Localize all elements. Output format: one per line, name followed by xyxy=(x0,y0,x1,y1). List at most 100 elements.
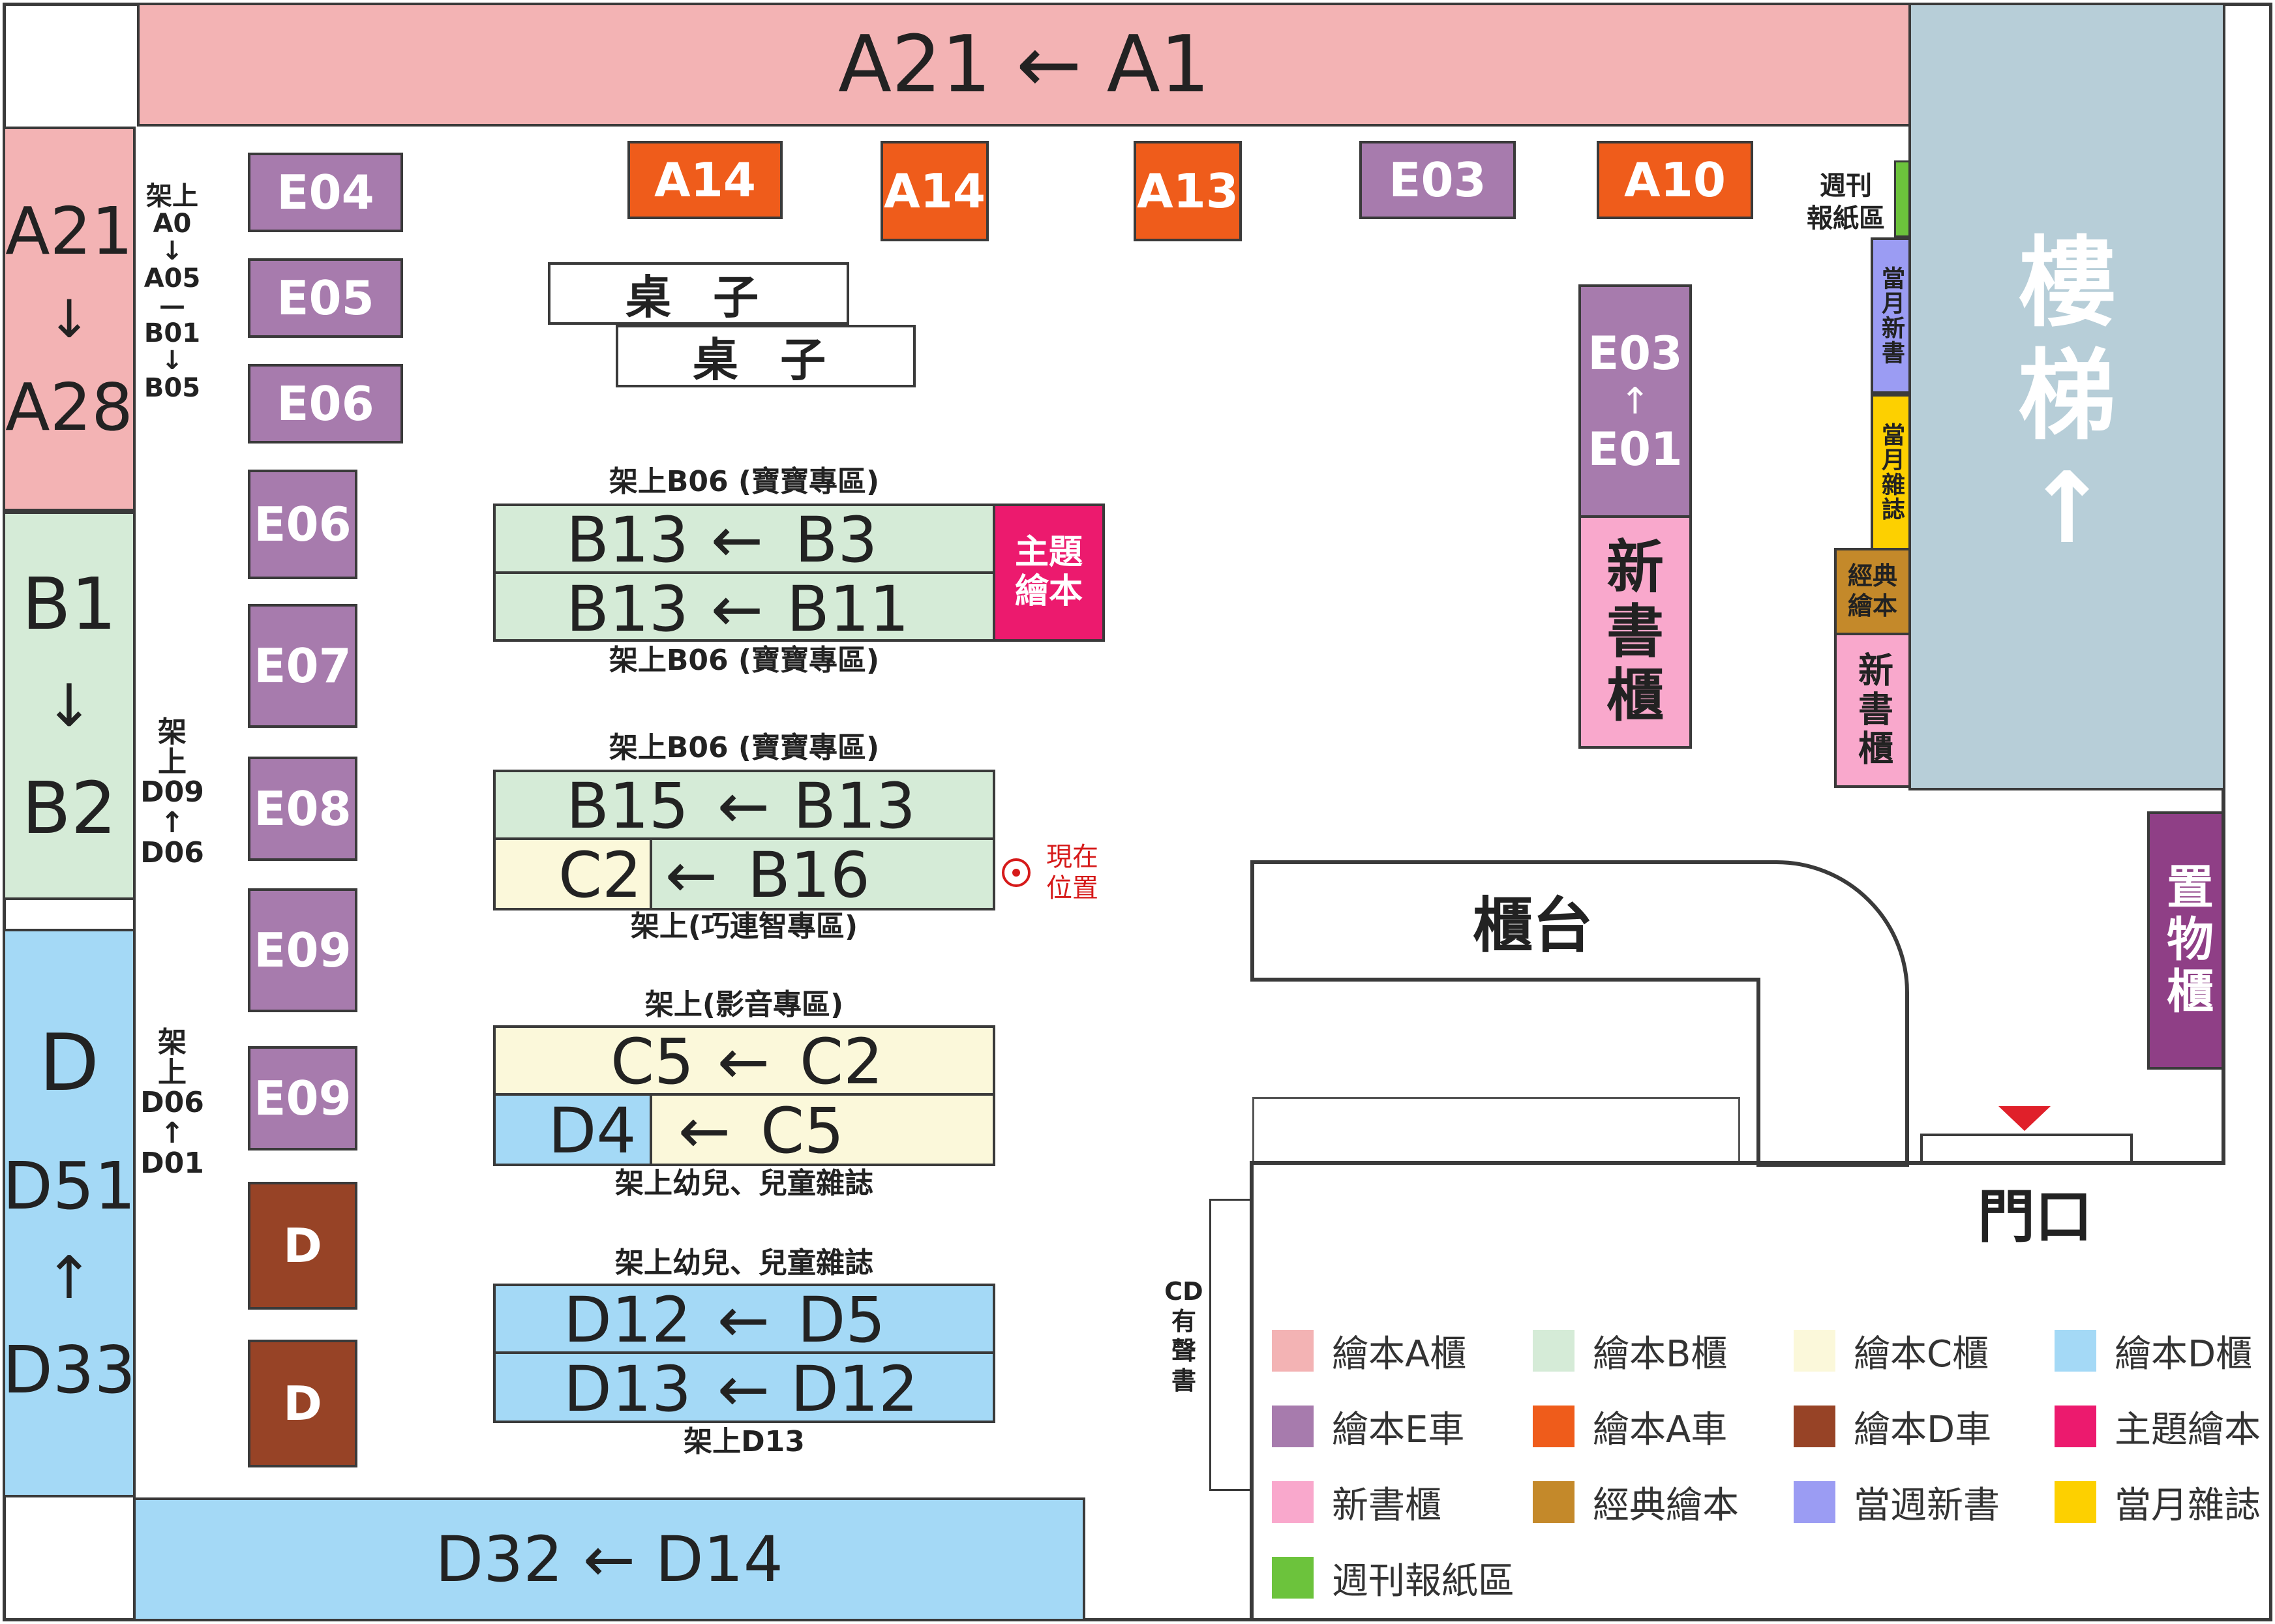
g4r1-right: D5 xyxy=(797,1284,886,1357)
g4r1-left: D12 xyxy=(563,1284,692,1357)
right-wall xyxy=(2222,788,2225,1165)
arrow-left-icon: ← xyxy=(717,1284,770,1357)
arrow-down-icon: ↓ xyxy=(44,671,94,740)
group3-bottom-label: 架上幼兒、兒童雜誌 xyxy=(615,1167,873,1200)
shelf-c5[interactable] xyxy=(650,1093,995,1166)
shelf-d-title: D xyxy=(38,1018,100,1109)
current-position-label: 現在 位置 xyxy=(1046,842,1098,903)
arrow-left-icon: ← xyxy=(717,1353,770,1426)
service-counter[interactable] xyxy=(1250,860,1911,1167)
shelf-c2[interactable] xyxy=(493,837,652,910)
cart-e01-e03[interactable]: E03 ↑ E01 xyxy=(1578,284,1692,518)
g1r2-left: B13 xyxy=(565,573,689,646)
legend-swatch xyxy=(1272,1557,1314,1599)
g2r1-right: B13 xyxy=(792,770,916,843)
cart-e09-a[interactable]: E09 xyxy=(248,888,357,1012)
left-shelf-d[interactable]: D D51 ↑ D33 xyxy=(3,929,136,1497)
bottom-shelf-d[interactable]: D32 ← D14 xyxy=(133,1497,1085,1621)
monthly-magazines[interactable]: 當月雜誌 xyxy=(1871,394,1911,550)
legend-swatch xyxy=(1533,1481,1574,1523)
cart-a14-b[interactable]: A14 xyxy=(881,141,989,241)
cart-e07[interactable]: E07 xyxy=(248,604,357,728)
top-shelf-a[interactable]: A21 ← A1 xyxy=(137,3,1911,127)
legend-item: 繪本D車 xyxy=(1794,1404,1991,1451)
shelf-b16[interactable] xyxy=(650,837,995,910)
table-2: 桌 子 xyxy=(616,325,916,387)
cart-e08[interactable]: E08 xyxy=(248,757,357,861)
group4-bottom-label: 架上D13 xyxy=(684,1425,805,1458)
arrow-up-icon: ↑ xyxy=(1620,380,1651,423)
storage-lockers[interactable]: 置物櫃 xyxy=(2147,811,2225,1070)
cart-a10[interactable]: A10 xyxy=(1597,141,1753,219)
cart-e05[interactable]: E05 xyxy=(248,258,403,338)
group2-top-label: 架上B06 (寶寶專區) xyxy=(609,731,880,764)
legend-swatch xyxy=(1794,1406,1835,1447)
cart-a14-a[interactable]: A14 xyxy=(627,141,783,219)
legend-item: 經典繪本 xyxy=(1533,1479,1739,1527)
shelf-b13-b11[interactable] xyxy=(493,571,995,642)
shelf-b-end: B2 xyxy=(22,766,117,850)
g2r1-left: B15 xyxy=(565,770,689,843)
left-shelf-b[interactable]: B1 ↓ B2 xyxy=(3,511,136,900)
arrow-left-icon: ← xyxy=(710,504,764,577)
bottom-shelf-label: D32 ← D14 xyxy=(435,1523,783,1596)
left-shelf-a[interactable]: A21 ↓ A28 xyxy=(3,127,136,511)
cart-d-b[interactable]: D xyxy=(248,1340,357,1467)
legend-item: 主題繪本 xyxy=(2055,1404,2261,1451)
theme-books[interactable]: 主題 繪本 xyxy=(993,504,1105,642)
g2r2-right: B16 xyxy=(747,839,871,912)
g4r2-left: D13 xyxy=(563,1353,692,1426)
cart-e03-top[interactable]: E03 xyxy=(1359,141,1516,219)
g2r2-c: C2 xyxy=(558,839,642,912)
cart-d-a[interactable]: D xyxy=(248,1182,357,1310)
cart-a13[interactable]: A13 xyxy=(1134,141,1242,241)
monthly-new-books[interactable]: 當月新書 xyxy=(1871,237,1911,394)
shelf-d12-d5[interactable] xyxy=(493,1284,995,1354)
new-books-cabinet[interactable]: 新 書 櫃 xyxy=(1578,515,1692,749)
inner-divider-h xyxy=(1250,1161,2225,1165)
classic-books[interactable]: 經典 繪本 xyxy=(1834,548,1911,635)
legend-swatch xyxy=(1533,1330,1574,1372)
legend-swatch xyxy=(1272,1481,1314,1523)
shelf-d13-d12[interactable] xyxy=(493,1351,995,1423)
new-books-small[interactable]: 新書櫃 xyxy=(1834,633,1911,788)
g1r1-right: B3 xyxy=(794,504,878,577)
entrance-mat xyxy=(1920,1134,2133,1164)
stairs[interactable]: 樓 梯 ↑ xyxy=(1908,3,2225,790)
weekly-newspaper-label: 週刊 報紙區 xyxy=(1807,171,1885,233)
shelf-d-start: D51 xyxy=(2,1148,136,1224)
cart-e06-b[interactable]: E06 xyxy=(248,470,357,579)
left-wall-gap xyxy=(3,897,136,929)
legend-swatch xyxy=(1794,1481,1835,1523)
cart-e04[interactable]: E04 xyxy=(248,153,403,232)
legend-swatch xyxy=(2055,1406,2096,1447)
shelf-a-end: A28 xyxy=(5,368,133,445)
group4-top-label: 架上幼兒、兒童雜誌 xyxy=(615,1246,873,1280)
legend-item: 週刊報紙區 xyxy=(1272,1555,1514,1602)
g3r1-left: C5 xyxy=(610,1025,695,1098)
shelf-c5-c2[interactable] xyxy=(493,1025,995,1096)
legend-item: 繪本A車 xyxy=(1533,1404,1727,1451)
g4r2-right: D12 xyxy=(790,1353,919,1426)
current-position-icon xyxy=(1002,858,1031,887)
wall-segment xyxy=(1252,1097,1740,1162)
arrow-left-icon: ← xyxy=(717,1025,770,1098)
group1-top-label: 架上B06 (寶寶專區) xyxy=(609,465,880,498)
legend-item: 繪本D櫃 xyxy=(2055,1328,2252,1376)
legend-item: 繪本A櫃 xyxy=(1272,1328,1466,1376)
shelf-d4[interactable] xyxy=(493,1093,652,1166)
cart-e06-a[interactable]: E06 xyxy=(248,364,403,444)
shelf-b-start: B1 xyxy=(22,562,117,646)
cd-audiobook-shelf[interactable] xyxy=(1209,1199,1252,1491)
entrance-marker-icon xyxy=(1998,1106,2051,1131)
cd-audiobook-label: CD 有 聲 書 xyxy=(1164,1277,1203,1395)
cart-e09-b[interactable]: E09 xyxy=(248,1046,357,1150)
table-1: 桌 子 xyxy=(548,262,849,325)
arrow-left-icon: ← xyxy=(717,770,770,843)
legend-item: 繪本E車 xyxy=(1272,1404,1464,1451)
g1r1-left: B13 xyxy=(565,504,689,577)
group1-bottom-label: 架上B06 (寶寶專區) xyxy=(609,644,880,677)
arrow-up-icon: ↑ xyxy=(44,1244,94,1312)
